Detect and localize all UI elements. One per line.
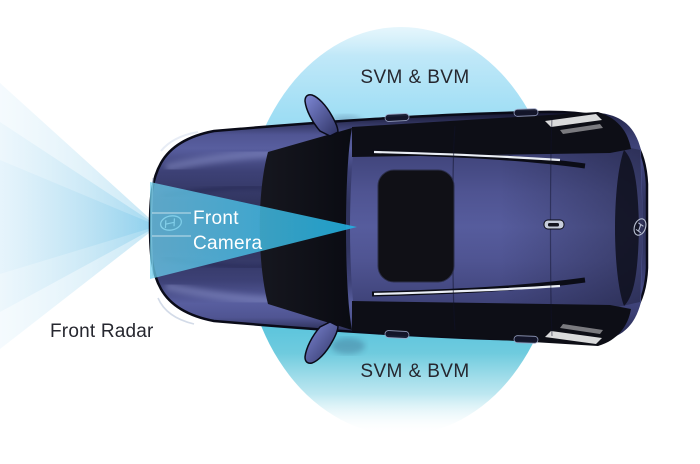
front-camera-fov-cone [150,182,357,279]
window-reflection [560,324,603,334]
front-radar-label: Front Radar [50,321,154,342]
front-chrome-accent-bottom [157,297,195,325]
hyundai-logo-rear [633,218,647,236]
front-camera-label-line1: Front [193,208,239,229]
radar-fan-wedge-inner [0,160,158,274]
front-chrome-accent-top [160,131,199,152]
side-mirror-top [304,94,339,137]
roof-rail-bottom [371,277,586,297]
sunroof [377,169,455,283]
door-handle [384,330,410,339]
svm-bvm-label-top: SVM & BVM [360,67,469,88]
door-handle [513,108,539,117]
front-camera-label-line2: Camera [193,233,263,254]
window-reflection [560,124,603,134]
roof-rear-shading [500,120,643,334]
tailgate-emblem [543,219,565,230]
door-handle [384,113,410,122]
door-handle [513,335,539,344]
side-mirror-bottom [304,321,339,364]
roof-rail-top [371,149,586,169]
window-reflection [545,114,602,127]
vehicle-top-view [148,94,649,364]
svm-bvm-label-bottom: SVM & BVM [360,361,469,382]
window-reflection [545,331,602,344]
mirror-shadow-bottom [331,338,365,354]
tailgate-window [615,150,639,306]
front-radar-coverage-fan [0,83,158,349]
